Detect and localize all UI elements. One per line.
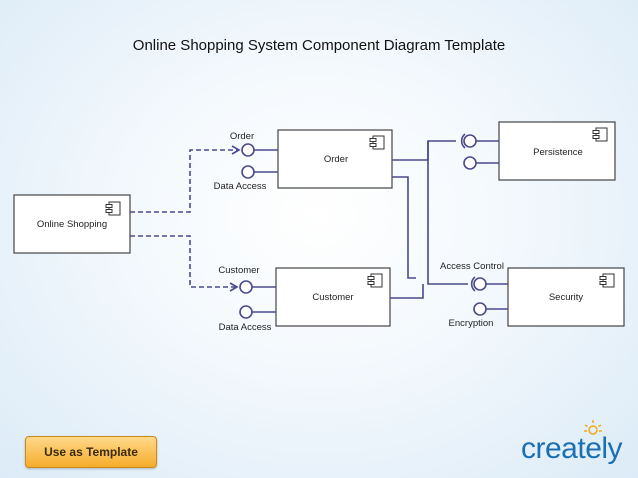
interface-order-data-access[interactable] <box>241 165 278 179</box>
arrow-head <box>229 282 239 292</box>
interface-access-control[interactable] <box>470 276 508 292</box>
interface-label: Access Control <box>440 261 504 272</box>
interface-persistence-socket[interactable] <box>460 133 499 149</box>
interface-label: Data Access <box>219 322 272 333</box>
component-label: Order <box>324 154 348 165</box>
interface-label: Encryption <box>449 318 494 329</box>
component-order[interactable]: Order <box>277 129 393 189</box>
interface-customer-data-access[interactable] <box>239 305 276 319</box>
use-as-template-button[interactable]: Use as Template <box>25 436 157 468</box>
interface-customer[interactable] <box>239 280 276 294</box>
component-label: Persistence <box>533 147 583 158</box>
interface-label: Order <box>230 131 254 142</box>
component-customer[interactable]: Customer <box>275 267 391 327</box>
interface-label: Customer <box>218 265 259 276</box>
interface-persistence-lollipop[interactable] <box>463 156 499 170</box>
connector-lines <box>390 140 468 299</box>
arrow-head <box>231 145 241 155</box>
interface-order[interactable] <box>241 143 278 157</box>
component-online-shopping[interactable]: Online Shopping <box>13 194 131 254</box>
component-security[interactable]: Security <box>507 267 625 327</box>
component-persistence[interactable]: Persistence <box>498 121 616 181</box>
dependency-to-customer <box>130 235 236 288</box>
interface-label: Data Access <box>214 181 267 192</box>
creately-logo: creately <box>521 432 623 465</box>
component-label: Online Shopping <box>37 219 107 230</box>
diagram-title: Online Shopping System Component Diagram… <box>132 37 506 54</box>
component-label: Customer <box>312 292 353 303</box>
component-label: Security <box>549 292 584 303</box>
lightbulb-icon <box>584 420 602 435</box>
dependency-to-order <box>130 149 238 213</box>
interface-encryption[interactable] <box>473 302 508 316</box>
